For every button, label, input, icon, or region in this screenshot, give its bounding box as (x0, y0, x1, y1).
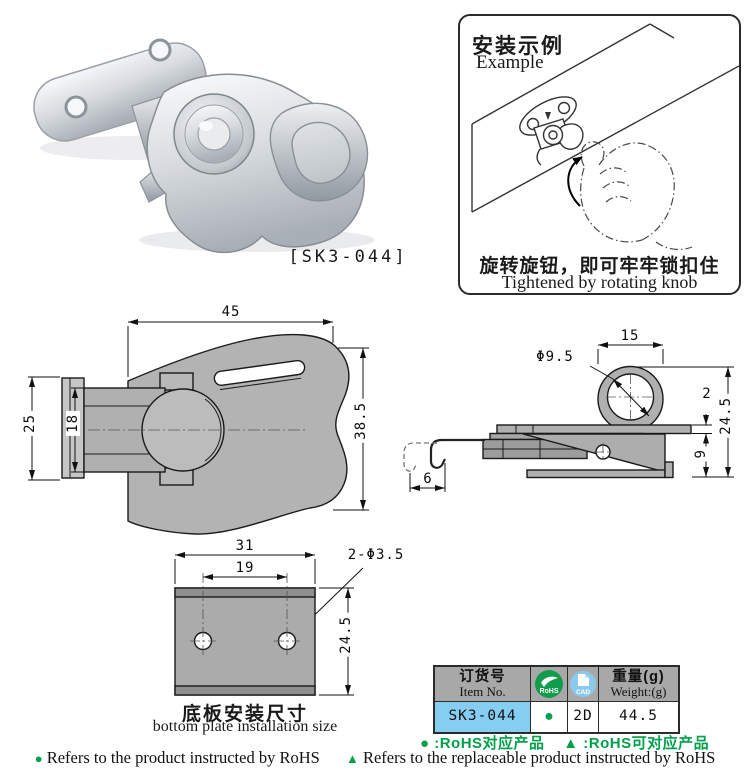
drawing-bottom-plate (174, 552, 364, 696)
side-hook-ghost (403, 442, 437, 472)
header-weight-en: Weight:(g) (610, 683, 667, 699)
legend-en-dot-text: Refers to the product instructed by RoHS (46, 748, 320, 767)
cad-badge-icon: CAD (570, 671, 596, 697)
side-hook (429, 438, 485, 469)
rohs-compliant-dot: ● (544, 708, 554, 725)
dim-bp-hole-spacing-label: 19 (235, 560, 255, 576)
spec-table: 订货号 Item No. RoHS CAD 重量(g) Weight:(g) S… (433, 665, 680, 734)
header-cad: CAD (568, 667, 599, 702)
example-title-en: Example (476, 52, 544, 73)
installation-illustration (471, 23, 739, 251)
dim-side-ring-width-label: 15 (620, 328, 640, 344)
product-photo (33, 38, 375, 254)
dim-front-body-length-label: 38.5 (353, 399, 369, 443)
bottom-plate-caption-en: bottom plate installation size (152, 718, 338, 735)
legend-zh-tri: ▲ :RoHS可对应产品 (563, 735, 710, 752)
header-rohs: RoHS (531, 667, 568, 702)
bp-top-strip (174, 587, 316, 598)
dim-side-base-height-label: 9 (693, 446, 709, 462)
row-cad: 2D (568, 702, 599, 732)
header-weight-zh: 重量(g) (612, 668, 665, 685)
installation-example-panel: 安装示例 Example 旋转旋钮，即可牢牢锁扣住 Tightened by r… (458, 14, 741, 295)
row-weight: 44.5 (619, 708, 658, 725)
header-item-no-zh: 订货号 (459, 668, 506, 685)
side-dimension-lines (409, 342, 734, 492)
dim-bp-width-label: 31 (235, 538, 255, 554)
latch-wing-loop (269, 102, 369, 202)
knob-highlight (199, 121, 213, 131)
legend-zh-dot: ● :RoHS对应产品 (420, 735, 545, 752)
bp-bottom-strip (174, 685, 316, 696)
example-latch (519, 96, 584, 166)
dim-front-clamp-height-label: 25 (22, 411, 38, 436)
cad-badge-text: CAD (576, 689, 590, 696)
product-model-label: [SK3-044] (288, 247, 408, 267)
side-top-plate (496, 424, 692, 435)
legend-zh: ● :RoHS对应产品 ▲ :RoHS可对应产品 (420, 732, 710, 753)
rotation-arrow (567, 156, 583, 207)
side-bracket (522, 433, 666, 473)
row-item-no: SK3-044 (435, 702, 531, 732)
header-weight: 重量(g) Weight:(g) (599, 667, 678, 702)
side-base-lip (664, 461, 674, 479)
dim-front-inner-height-label: 18 (65, 411, 81, 436)
rohs-badge-text: RoHS (539, 688, 558, 695)
example-caption-zh: 旋转旋钮，即可牢牢锁扣住 (479, 256, 720, 277)
plate-hole (148, 38, 172, 62)
dim-side-overall-height-label: 24.5 (718, 394, 734, 438)
drawing-side-view (403, 342, 734, 492)
front-slot (213, 359, 306, 391)
plate-hole (64, 95, 88, 119)
row-rohs-cell: ● (531, 702, 568, 732)
bp-centerlines (190, 573, 300, 656)
example-title-zh: 安装示例 (472, 35, 564, 58)
dim-side-hook-depth-label: 6 (423, 471, 433, 487)
legend-en-tri-text: Refers to the replaceable product instru… (362, 748, 716, 767)
legend-en: ● Refers to the product instructed by Ro… (0, 748, 750, 768)
hand-outline (580, 141, 693, 251)
header-item-no-en: Item No. (459, 683, 506, 699)
side-base-plate (526, 469, 666, 479)
example-caption-en: Tightened by rotating knob (501, 272, 698, 292)
bottom-plate-caption-zh: 底板安装尺寸 (181, 704, 308, 725)
dim-bp-holes-label: 2-Φ3.5 (347, 547, 405, 563)
dim-side-plate-thickness-label: 2 (702, 386, 712, 402)
header-item-no: 订货号 Item No. (435, 667, 531, 702)
dim-front-width-label: 45 (221, 304, 241, 320)
legend-en-dot-icon: ● (34, 751, 43, 766)
drawing-front-view (28, 319, 369, 535)
latch-body (146, 73, 365, 254)
rohs-badge-icon: RoHS (535, 670, 563, 698)
dim-side-ring-hole-label: Φ9.5 (536, 349, 574, 365)
panel-edges (471, 23, 739, 213)
legend-en-tri-icon: ▲ (345, 751, 359, 766)
dim-bp-height-label: 24.5 (338, 613, 354, 657)
